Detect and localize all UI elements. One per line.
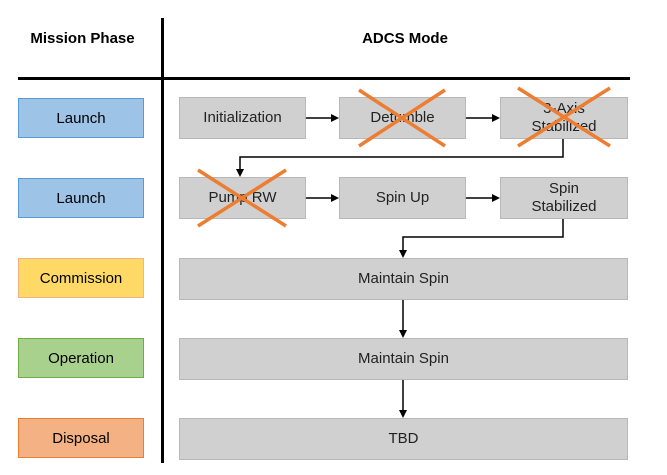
phase-label: Launch bbox=[56, 109, 106, 127]
column-divider bbox=[161, 18, 164, 463]
mode-maintain-spin-commission: Maintain Spin bbox=[179, 258, 628, 300]
phase-label: Launch bbox=[56, 189, 106, 207]
mode-label: TBD bbox=[388, 430, 419, 447]
mode-label: Initialization bbox=[203, 109, 282, 126]
mode-spin-stabilized: Spin Stabilized bbox=[500, 177, 628, 219]
mode-label: Maintain Spin bbox=[358, 350, 449, 367]
arrow-3axis-to-pump bbox=[236, 139, 564, 177]
mission-phase-header: Mission Phase bbox=[30, 30, 135, 47]
mode-spin-up: Spin Up bbox=[339, 177, 466, 219]
phase-label: Disposal bbox=[52, 429, 110, 447]
mode-maintain-spin-operation: Maintain Spin bbox=[179, 338, 628, 380]
header-divider bbox=[18, 77, 630, 80]
mode-label: Maintain Spin bbox=[358, 270, 449, 287]
phase-launch-1: Launch bbox=[18, 98, 144, 138]
mode-label: Spin Up bbox=[375, 189, 430, 206]
phase-label: Commission bbox=[39, 269, 123, 287]
mode-label: Spin Stabilized bbox=[531, 180, 597, 215]
phase-operation: Operation bbox=[18, 338, 144, 378]
arrow-spinstab-to-maintain bbox=[399, 219, 564, 258]
phase-disposal: Disposal bbox=[18, 418, 144, 458]
phase-launch-2: Launch bbox=[18, 178, 144, 218]
mode-initialization: Initialization bbox=[179, 97, 306, 139]
adcs-mode-header: ADCS Mode bbox=[362, 30, 448, 47]
phase-label: Operation bbox=[48, 349, 114, 367]
phase-commission: Commission bbox=[18, 258, 144, 298]
mode-tbd: TBD bbox=[179, 418, 628, 460]
